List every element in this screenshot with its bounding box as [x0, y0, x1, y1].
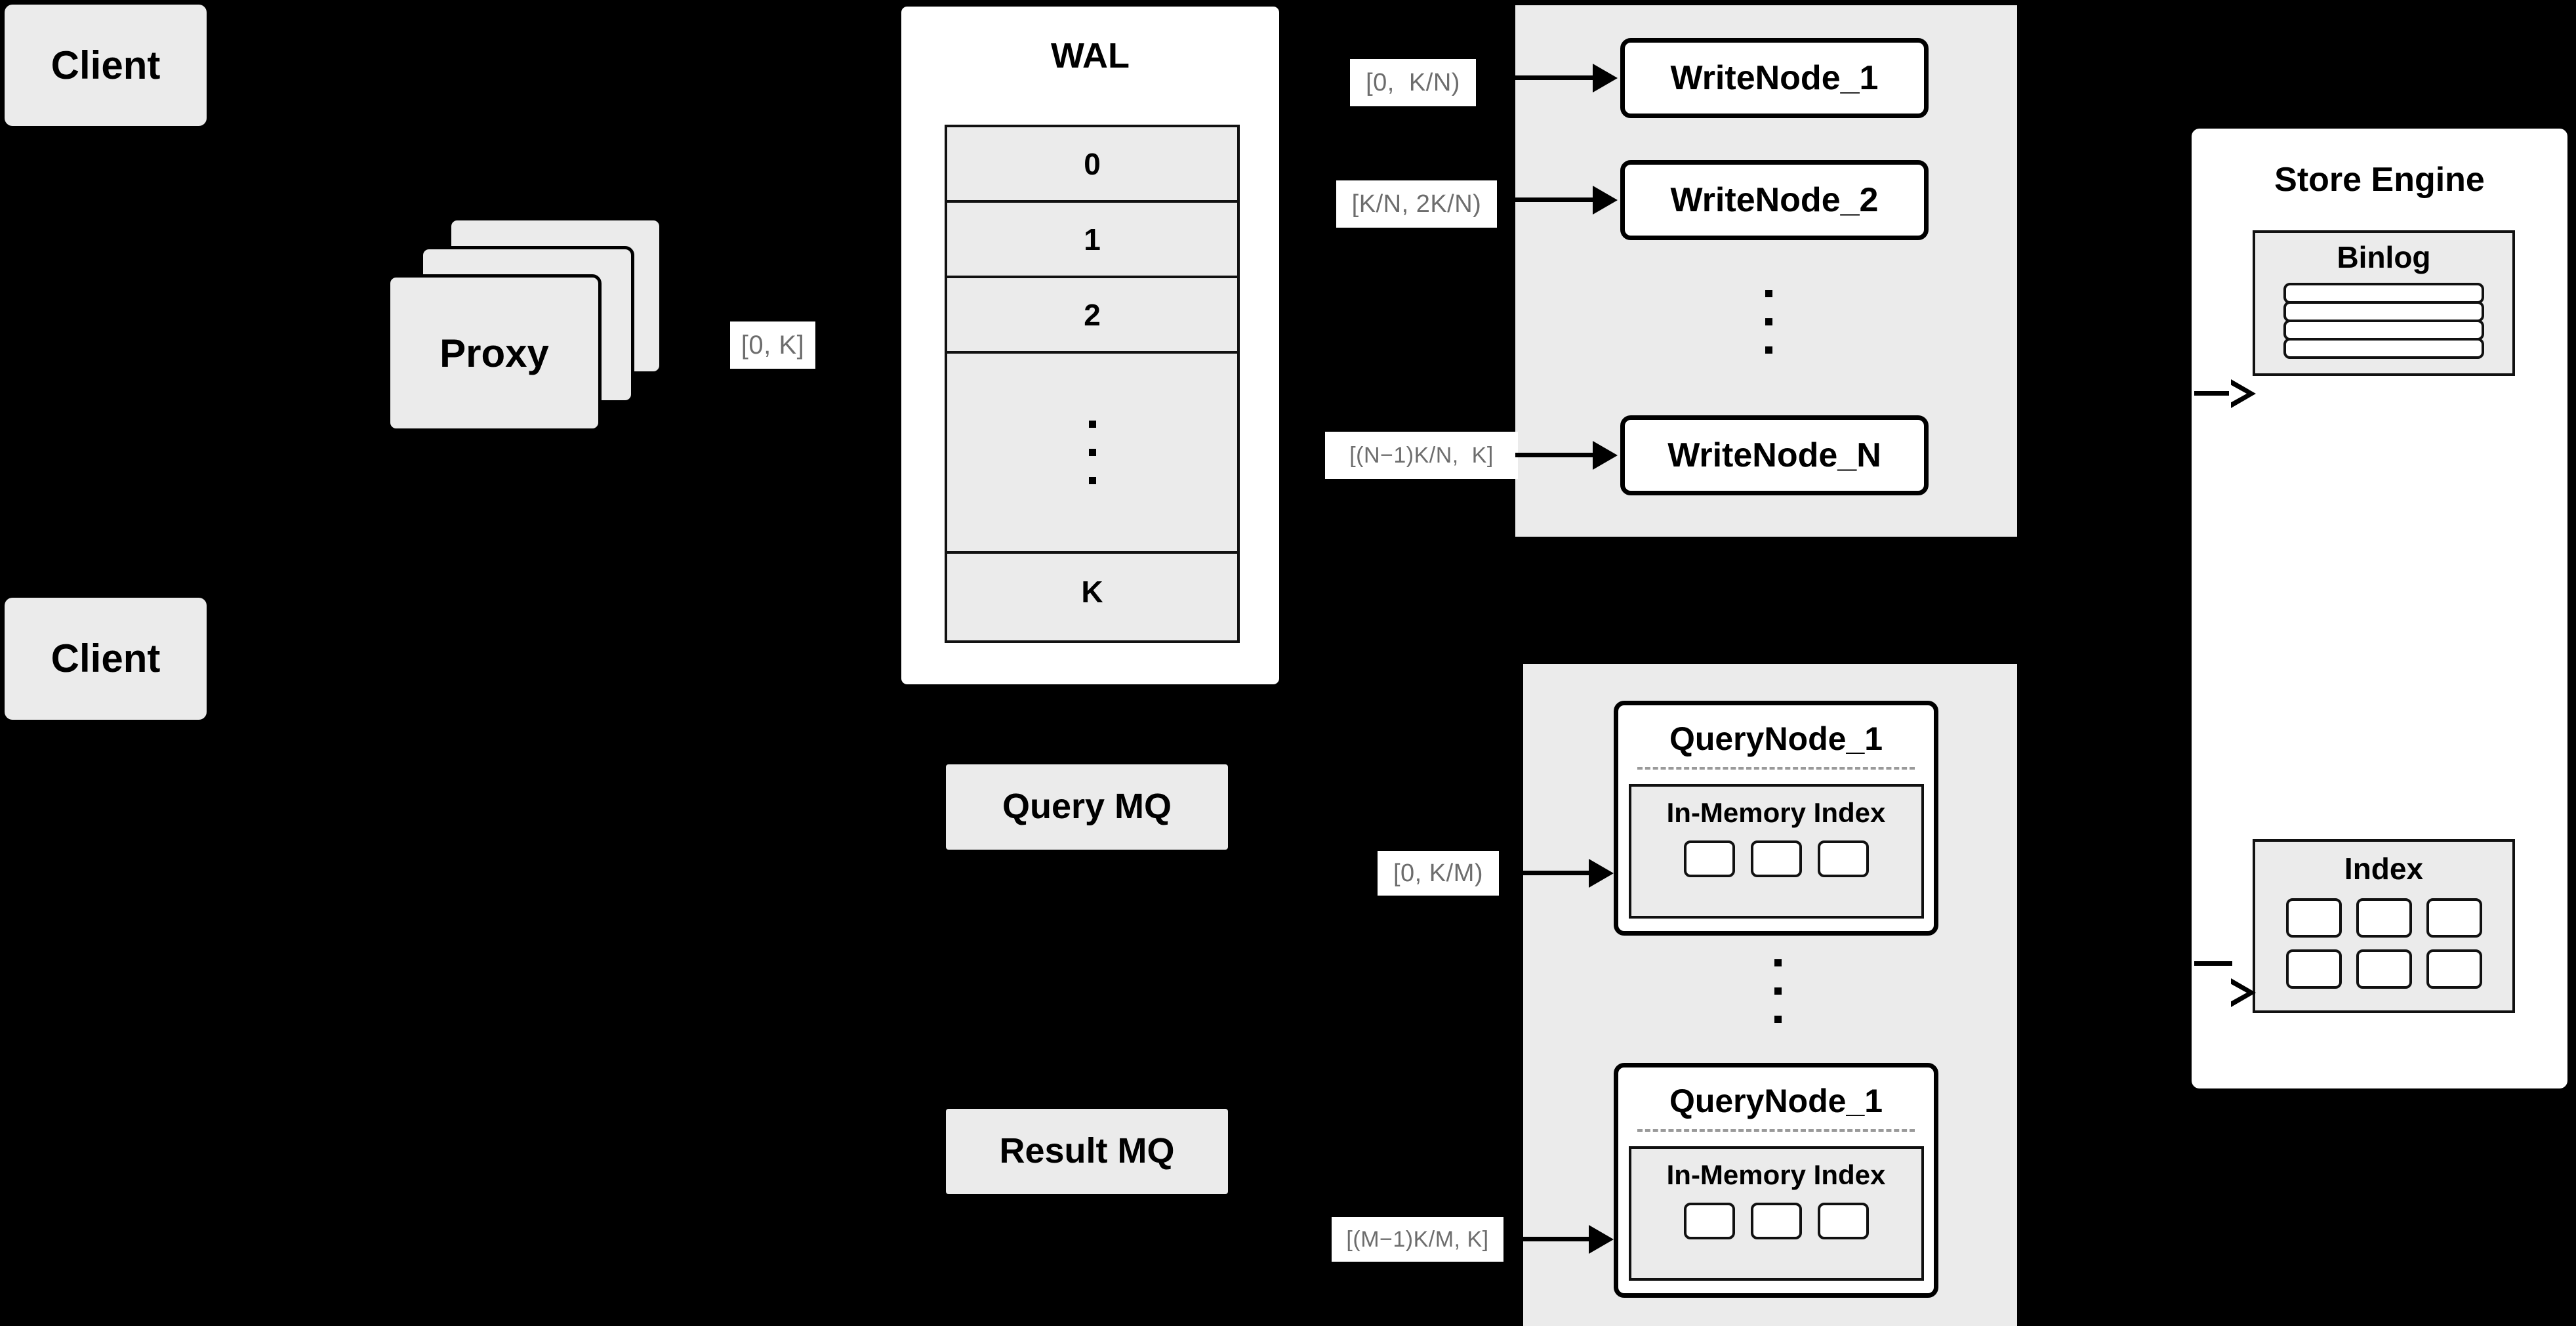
wal-container: WAL 0 1 2 K — [898, 3, 1282, 688]
write-cluster-ellipsis — [1762, 276, 1775, 367]
index-grid — [2285, 898, 2482, 989]
index-cell[interactable] — [1683, 1203, 1735, 1239]
wal-title: WAL — [1051, 36, 1130, 75]
arrow-head-querynode-1 — [1589, 859, 1614, 888]
index-title: Index — [2344, 852, 2424, 886]
arrow-line-querynode-1 — [1523, 871, 1590, 875]
client-label-1: Client — [51, 43, 161, 87]
wal-row-1: 1 — [947, 203, 1237, 278]
arrow-line-querynode-2 — [1523, 1237, 1590, 1241]
query-node-2-divider — [1637, 1129, 1915, 1132]
index-cell[interactable] — [2426, 949, 2482, 989]
query-cluster-ellipsis — [1771, 945, 1784, 1037]
index-cell[interactable] — [2285, 898, 2342, 938]
proxy-card-front[interactable]: Proxy — [387, 274, 602, 432]
arrow-line-index — [2194, 961, 2232, 966]
arrow-head-writenode-1 — [1593, 64, 1618, 93]
index-cell[interactable] — [2356, 898, 2412, 938]
query-node-2-in-memory-index: In-Memory Index — [1628, 1146, 1924, 1281]
binlog-row[interactable] — [2283, 338, 2484, 359]
arrow-line-binlog — [2194, 391, 2232, 396]
query-node-1-range-label: [0, K/M) — [1378, 851, 1499, 896]
wal-row-k: K — [1081, 575, 1103, 609]
wal-table: 0 1 2 K — [945, 125, 1240, 643]
index-cell[interactable] — [2426, 898, 2482, 938]
index-cell[interactable] — [1683, 840, 1735, 877]
query-mq-label: Query MQ — [1002, 787, 1172, 827]
index-cell[interactable] — [1750, 840, 1802, 877]
write-node-2-range-label: [K/N, 2K/N) — [1336, 180, 1497, 228]
ellipsis-dot — [1765, 318, 1772, 325]
query-node-1-index-cells — [1683, 840, 1869, 877]
index-cell[interactable] — [1817, 1203, 1869, 1239]
query-node-1-index-title: In-Memory Index — [1666, 797, 1886, 828]
arrow-line-writenode-n — [1515, 453, 1594, 457]
wal-row-ellipsis — [947, 354, 1237, 554]
query-node-2[interactable]: QueryNode_1 In-Memory Index — [1614, 1063, 1938, 1298]
ellipsis-dot — [1774, 987, 1782, 995]
client-box-2[interactable]: Client — [5, 598, 207, 720]
arrow-head-binlog — [2229, 379, 2256, 408]
client-box-1[interactable]: Client — [5, 5, 207, 126]
query-node-1-title: QueryNode_1 — [1669, 720, 1883, 757]
write-node-2[interactable]: WriteNode_2 — [1620, 160, 1929, 240]
wal-row-2: 2 — [947, 278, 1237, 354]
query-node-2-index-title: In-Memory Index — [1666, 1159, 1886, 1190]
query-node-1-divider — [1637, 767, 1915, 770]
ellipsis-dot — [1774, 959, 1782, 966]
binlog-title: Binlog — [2337, 240, 2431, 274]
wal-row-0: 0 — [947, 127, 1237, 203]
query-node-2-title: QueryNode_1 — [1669, 1083, 1883, 1119]
query-mq-box[interactable]: Query MQ — [946, 764, 1228, 850]
result-mq-label: Result MQ — [999, 1131, 1175, 1171]
ellipsis-dot — [1765, 289, 1772, 297]
index-cell[interactable] — [1750, 1203, 1802, 1239]
index-cell[interactable] — [2285, 949, 2342, 989]
write-node-1-label: WriteNode_1 — [1670, 59, 1879, 97]
arrow-head-index — [2229, 978, 2256, 1007]
ellipsis-dot — [1774, 1015, 1782, 1023]
query-node-1[interactable]: QueryNode_1 In-Memory Index — [1614, 701, 1938, 936]
arrow-line-writenode-1 — [1515, 75, 1594, 80]
ellipsis-dot — [1088, 449, 1096, 456]
arrow-head-querynode-2 — [1589, 1225, 1614, 1254]
proxy-range-label: [0, K] — [730, 321, 815, 369]
write-node-2-label: WriteNode_2 — [1670, 181, 1879, 219]
result-mq-box[interactable]: Result MQ — [946, 1109, 1228, 1194]
query-node-2-index-cells — [1683, 1203, 1869, 1239]
ellipsis-dot — [1765, 346, 1772, 354]
binlog-panel: Binlog — [2253, 230, 2515, 376]
ellipsis-dot — [1088, 421, 1096, 428]
write-node-1[interactable]: WriteNode_1 — [1620, 38, 1929, 118]
write-node-n-range-label: [(N−1)K/N, K] — [1325, 432, 1518, 479]
query-node-2-range-label: [(M−1)K/M, K] — [1332, 1217, 1503, 1262]
query-node-1-in-memory-index: In-Memory Index — [1628, 784, 1924, 919]
client-label-2: Client — [51, 636, 161, 680]
write-node-1-range-label: [0, K/N) — [1350, 59, 1476, 106]
write-node-n[interactable]: WriteNode_N — [1620, 415, 1929, 495]
ellipsis-dot — [1088, 477, 1096, 484]
index-cell[interactable] — [2356, 949, 2412, 989]
index-cell[interactable] — [1817, 840, 1869, 877]
arrow-head-writenode-2 — [1593, 186, 1618, 215]
arrow-head-writenode-n — [1593, 441, 1618, 470]
proxy-label: Proxy — [440, 331, 549, 375]
index-panel: Index — [2253, 839, 2515, 1013]
arrow-line-writenode-2 — [1515, 197, 1594, 202]
store-engine-panel: Store Engine Binlog Index — [2188, 125, 2571, 1092]
store-engine-title: Store Engine — [2274, 161, 2485, 199]
binlog-rows — [2283, 283, 2484, 359]
write-node-n-label: WriteNode_N — [1667, 436, 1881, 474]
